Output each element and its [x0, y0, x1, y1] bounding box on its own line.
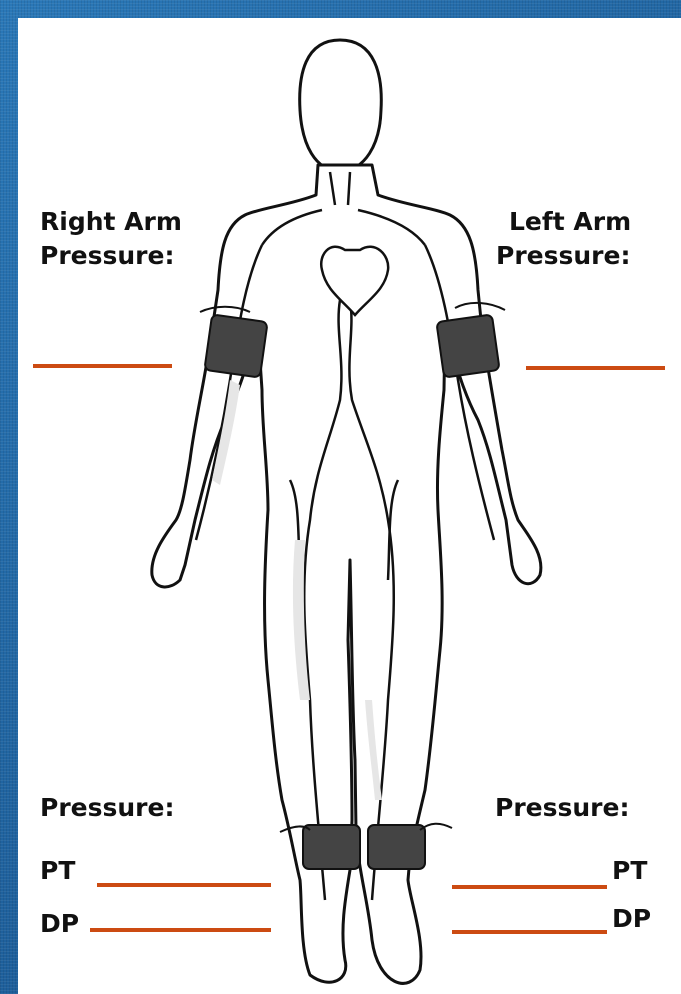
left-pt-label: PT — [612, 855, 647, 886]
right-ankle-pressure-title: Pressure: — [40, 792, 174, 823]
right-arm-answer-line[interactable] — [33, 364, 172, 368]
right-arm-cuff — [204, 314, 267, 377]
right-dp-answer-line[interactable] — [90, 928, 271, 932]
left-dp-answer-line[interactable] — [452, 930, 607, 934]
left-arm-cuff — [436, 314, 499, 377]
left-dp-label: DP — [612, 903, 651, 934]
left-ankle-cuff — [368, 825, 425, 869]
right-dp-label: DP — [40, 908, 79, 939]
left-pt-answer-line[interactable] — [452, 885, 607, 889]
right-pt-answer-line[interactable] — [97, 883, 271, 887]
right-arm-label-line2: Pressure: — [40, 240, 174, 271]
right-arm-label-line1: Right Arm — [40, 206, 182, 237]
left-arm-answer-line[interactable] — [526, 366, 665, 370]
left-arm-label-line1: Left Arm — [509, 206, 631, 237]
head-outline — [300, 40, 382, 172]
left-arm-label-line2: Pressure: — [496, 240, 630, 271]
right-pt-label: PT — [40, 855, 75, 886]
left-ankle-pressure-title: Pressure: — [495, 792, 629, 823]
right-ankle-cuff — [303, 825, 360, 869]
